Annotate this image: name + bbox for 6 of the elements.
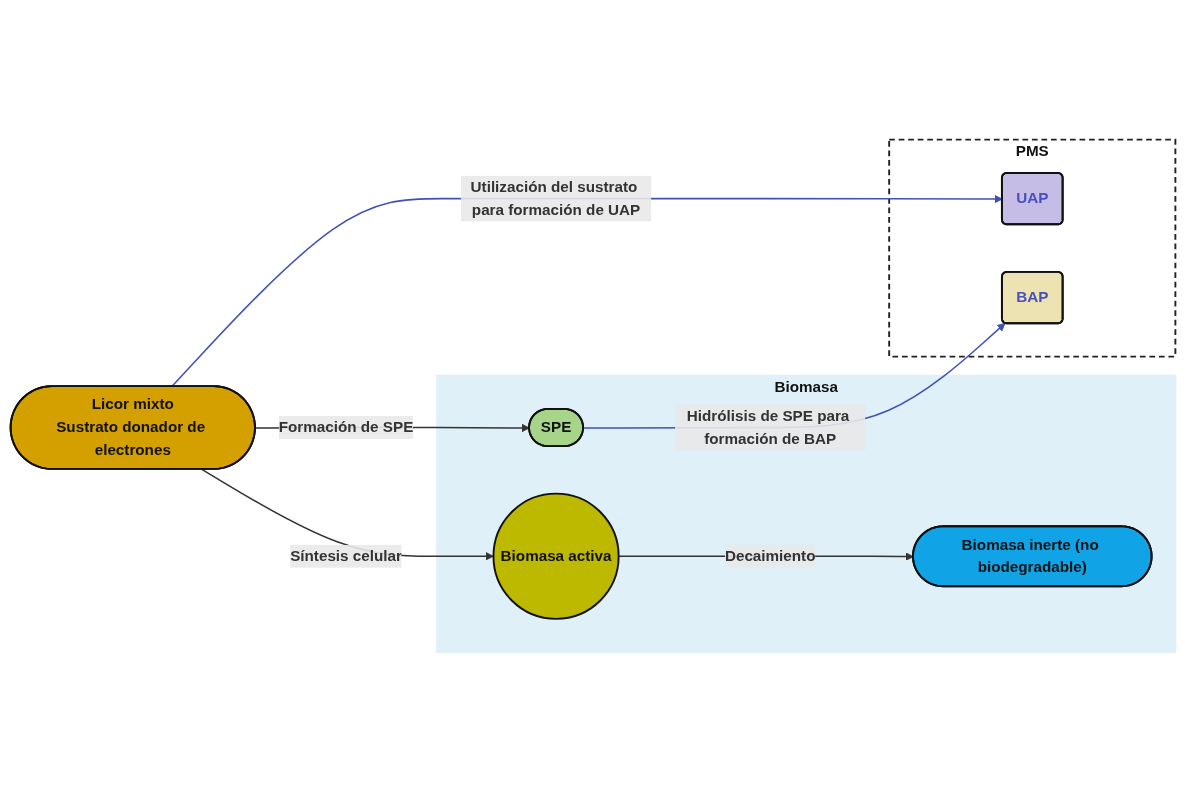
edge-label: Formación de SPE	[278, 419, 413, 436]
edge-label: Decaimiento	[724, 547, 815, 564]
edge-label: Síntesis celular	[289, 547, 402, 564]
edge-label: Utilización del sustrato para formación de UAP	[470, 178, 640, 218]
node-circle: Biomasa activa	[492, 492, 620, 620]
edge-label: Hidrólisis de SPE para formación de BAP	[686, 407, 849, 447]
